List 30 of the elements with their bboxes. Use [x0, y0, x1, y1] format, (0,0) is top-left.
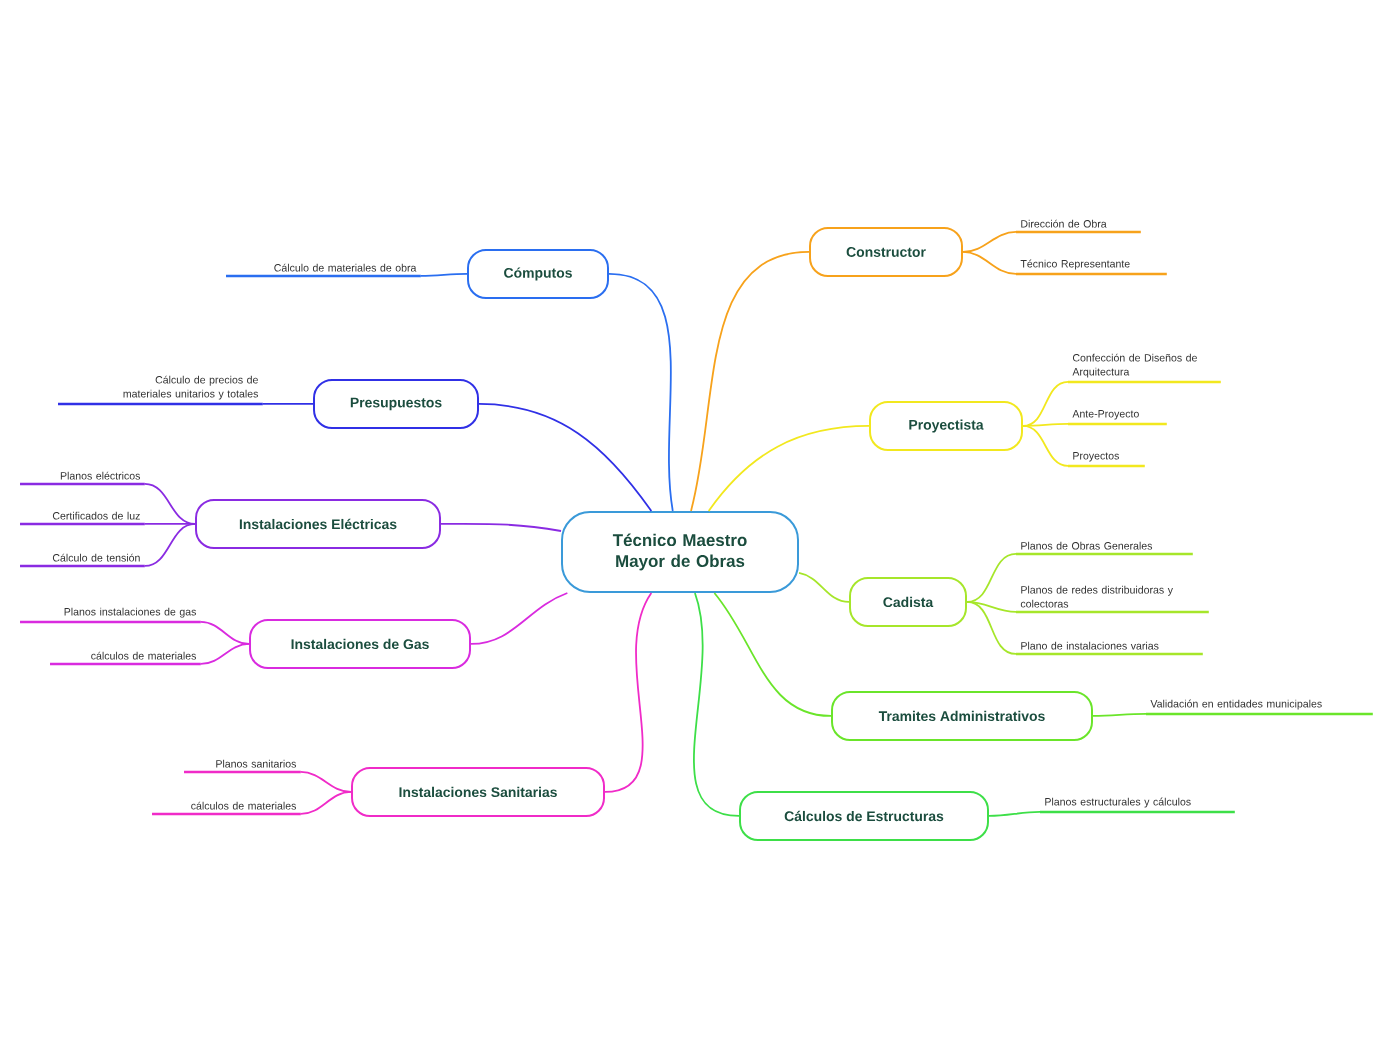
branch-line	[966, 553, 1017, 603]
branch-line	[1092, 713, 1147, 717]
branch-line	[604, 592, 653, 793]
branch-line	[440, 523, 562, 532]
branch-line	[419, 273, 468, 277]
branch-line	[261, 403, 314, 405]
branch-line	[962, 251, 1017, 275]
branch-line	[798, 572, 850, 603]
branch-line	[1022, 423, 1069, 427]
branch-line	[143, 523, 196, 567]
branch-line	[143, 523, 196, 525]
branch-line	[988, 811, 1041, 817]
branch-line	[1022, 425, 1069, 467]
branch-line	[478, 403, 653, 512]
branch-line	[693, 592, 740, 817]
branch-line	[962, 231, 1017, 253]
branch-line	[470, 592, 569, 645]
branch-line	[690, 251, 810, 512]
branch-line	[966, 601, 1017, 655]
branch-line	[966, 601, 1017, 613]
branch-line	[199, 643, 250, 665]
branch-line	[143, 483, 196, 525]
branch-line	[608, 273, 674, 512]
branch-line	[299, 771, 352, 793]
branch-line	[707, 425, 870, 512]
branch-line	[199, 621, 250, 645]
branch-line	[1022, 381, 1069, 427]
branch-line	[299, 791, 352, 815]
branch-line	[713, 592, 832, 717]
central-topic: Técnico Maestro Mayor de Obras	[561, 510, 799, 593]
